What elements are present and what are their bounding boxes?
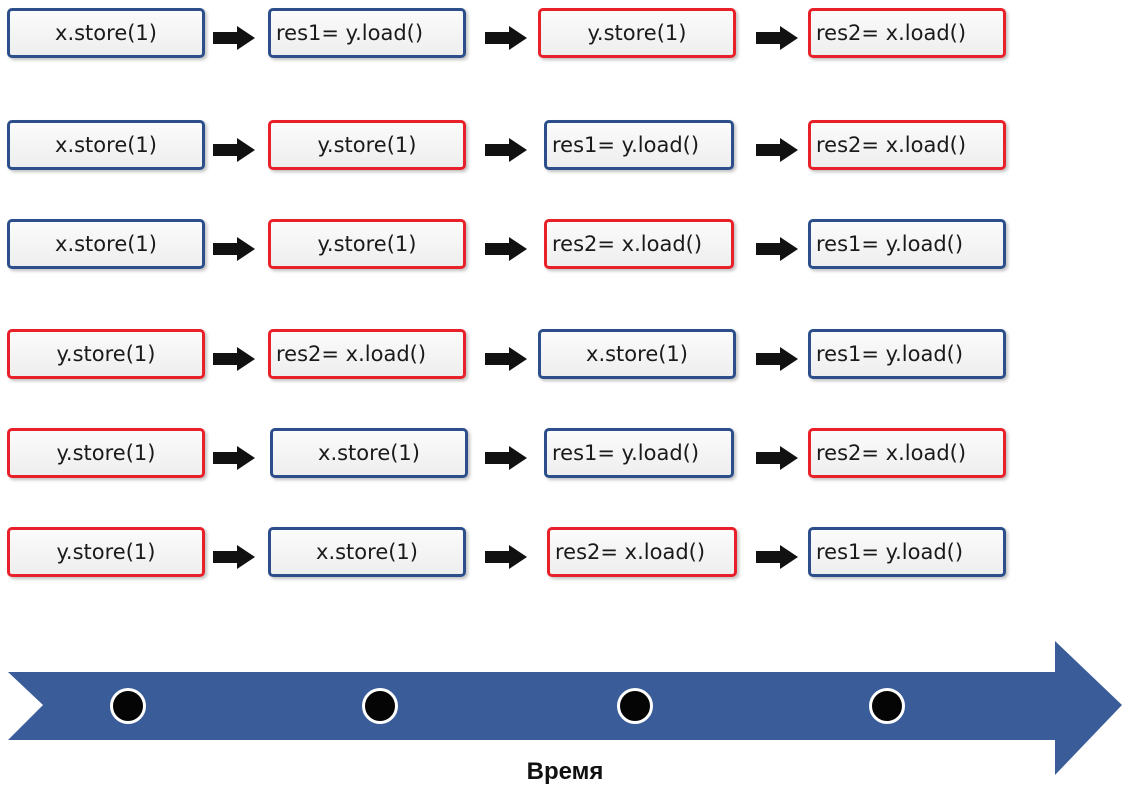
op-box-x: res1= y.load()	[268, 8, 466, 58]
op-box-y: y.store(1)	[268, 219, 466, 269]
right-arrow-icon	[485, 26, 527, 50]
op-box-x: x.store(1)	[7, 219, 205, 269]
right-arrow-icon	[756, 446, 798, 470]
right-arrow-icon	[213, 26, 255, 50]
right-arrow-icon	[756, 237, 798, 261]
op-box-y: y.store(1)	[538, 8, 736, 58]
right-arrow-icon	[756, 347, 798, 371]
right-arrow-icon	[213, 237, 255, 261]
right-arrow-icon	[213, 446, 255, 470]
op-box-y: y.store(1)	[7, 329, 205, 379]
right-arrow-icon	[213, 138, 255, 162]
op-box-y: res2= x.load()	[808, 8, 1006, 58]
op-box-x: res1= y.load()	[808, 329, 1006, 379]
op-box-y: res2= x.load()	[544, 219, 734, 269]
timeline-dot	[869, 688, 905, 724]
op-box-x: x.store(1)	[268, 527, 466, 577]
op-box-y: res2= x.load()	[268, 329, 466, 379]
right-arrow-icon	[485, 347, 527, 371]
op-box-x: x.store(1)	[270, 428, 468, 478]
timeline-dot	[617, 688, 653, 724]
op-box-x: x.store(1)	[538, 329, 736, 379]
op-box-y: res2= x.load()	[547, 527, 737, 577]
timeline-arrow-shape	[8, 641, 1122, 775]
timeline-label: Время	[526, 758, 604, 785]
op-box-y: y.store(1)	[268, 120, 466, 170]
right-arrow-icon	[485, 138, 527, 162]
op-box-x: res1= y.load()	[808, 219, 1006, 269]
right-arrow-icon	[485, 446, 527, 470]
op-box-y: y.store(1)	[7, 428, 205, 478]
op-box-x: res1= y.load()	[544, 428, 734, 478]
op-box-y: res2= x.load()	[808, 428, 1006, 478]
op-box-y: res2= x.load()	[808, 120, 1006, 170]
op-box-x: x.store(1)	[7, 8, 205, 58]
right-arrow-icon	[756, 138, 798, 162]
right-arrow-icon	[756, 545, 798, 569]
op-box-x: res1= y.load()	[544, 120, 734, 170]
op-box-x: x.store(1)	[7, 120, 205, 170]
right-arrow-icon	[485, 545, 527, 569]
right-arrow-icon	[485, 237, 527, 261]
op-box-x: res1= y.load()	[808, 527, 1006, 577]
timeline-dot	[110, 688, 146, 724]
right-arrow-icon	[213, 347, 255, 371]
right-arrow-icon	[756, 26, 798, 50]
timeline-dot	[362, 688, 398, 724]
op-box-y: y.store(1)	[7, 527, 205, 577]
right-arrow-icon	[213, 545, 255, 569]
